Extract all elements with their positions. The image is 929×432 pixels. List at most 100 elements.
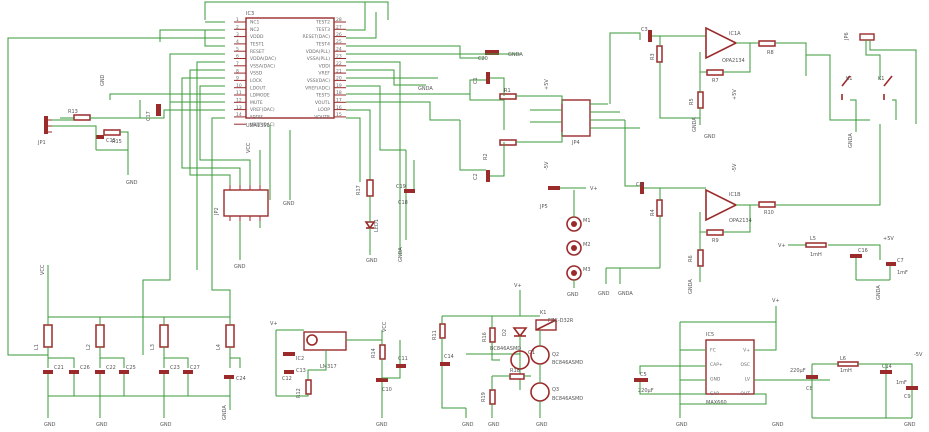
ic-uda1351-body [245,17,335,119]
c15-label: C15 [106,138,116,144]
ic-left-pin-label: VDDA(DAC) [250,56,276,62]
k1-label-3: K1 [540,310,546,316]
ic-right-pin-number: 23 [336,54,342,60]
ic-left-pin-number: 12 [236,98,242,104]
gnd-label-r5: GND [704,134,716,140]
c1-label: C1 [473,77,479,84]
ic1b-label: IC1B [729,192,741,198]
c4-capacitor: C4 [636,182,644,194]
mounting-holes: M1 M2 M3 [566,216,591,281]
bc3-label: BC846ASMD [552,396,583,402]
ic-left-pin-label: VDDD [250,34,264,40]
r17-label: R17 [356,185,362,195]
q1-transistor: Q1 BC846ASMD [490,346,535,370]
ic-right-pin-label: VSSA(PLL) [307,56,330,62]
ic-left-pin-label: TEST1 [249,42,264,48]
ic-uda1351-name: IC3 [246,11,254,17]
c7-label: C7 [897,258,904,264]
m3-label: M3 [583,267,591,273]
ic-left-pin-number: 7 [236,61,239,67]
ic-right-pin-number: 25 [336,39,342,45]
p5v-label: +5V [544,79,550,90]
ic-right-pin-number: 17 [336,98,342,104]
c10-label: C10 [382,387,392,393]
ic-right-pin-number: 22 [336,61,342,67]
c3-capacitor: C3 [641,27,652,42]
jp5-connector: JP5 V+ [539,186,598,210]
ic-left-pin-number: 6 [236,54,239,60]
d2-label: D2 [502,329,508,336]
r10-label: R10 [764,210,774,216]
vplus-label-1: V+ [590,186,598,192]
r5-resistor: R5 [689,91,704,109]
m5v-label-3: -5V [914,352,923,358]
c16-capacitor: C16 [850,248,868,258]
c22-label: C22 [106,365,116,371]
q2-transistor: Q2 BC846ASMD [530,345,583,366]
ic-right-pin-number: 19 [336,83,342,89]
ic-right-pin-label: VREF(ADC) [305,85,330,91]
ic-left-pin-number: 10 [236,83,242,89]
ic-right-pin-label: VDDI [319,63,330,69]
opa-label-a: OPA2134 [722,58,745,64]
c2-label: C2 [473,173,479,180]
m5v-label: -5V [544,161,550,170]
r1-label: R1 [504,88,511,94]
ic-right-pin-label: VOUTR [314,115,330,121]
c19-label: C19 [396,184,406,190]
ic-left-pin-number: 1 [236,17,239,23]
d2-diode: D2 [502,327,528,338]
p5v-label-3: +5V [883,236,894,242]
ic-right-pin-label: VDDA(PLL) [306,49,330,55]
r3-resistor: R3 [650,45,663,63]
c12-capacitor: C12 [282,370,294,382]
l6-label: L6 [840,356,846,362]
c20-capacitor: C20 [478,50,499,62]
c18-label: C18 [398,200,408,206]
r3-label: R3 [650,53,656,60]
jp4-label: JP4 [571,140,580,146]
led1-label: LED1 [374,219,380,232]
r8-label: R8 [767,50,774,56]
bc1-label: BC846ASMD [490,346,521,352]
ic-left-pin-label: VSSD [250,71,263,77]
ic-right-pin-number: 24 [336,46,342,52]
c7-value: 1mF [897,270,908,276]
gnda-label-relay: GNDA [848,133,854,148]
gnd-label-jp2b: GND [234,264,246,270]
gnda-label-m: GNDA [618,291,633,297]
r4-resistor: R4 [650,199,663,217]
c26-label: C26 [80,365,90,371]
r19-label: R19 [481,392,487,402]
c15-capacitor: C15 [96,135,116,144]
c20-label: C20 [478,56,488,62]
ic-left-pin-label: MUTE [250,100,263,106]
ic-left-pin-number: 14 [236,112,242,118]
c9-label: C9 [904,394,911,400]
k1-label-1: K1 [846,76,852,82]
r14-label: R14 [371,348,377,358]
r5-label: R5 [689,98,695,105]
ic5-left-pin-label: CAP+ [710,362,723,368]
c14-label: C14 [444,354,454,360]
vcc-label-3: VCC [382,321,388,332]
gnd-top-label: GND [100,74,106,86]
ic-right-pin-number: 27 [336,25,342,31]
ic5-label: IC5 [706,332,714,338]
c24-label: C24 [236,376,246,382]
gnd-label-max3: GND [904,422,916,428]
ic-left-pin-label: VSSA(DAC) [250,63,275,69]
gnd-label-max: GND [676,422,688,428]
ic-left-pin-label: NC1 [250,20,260,26]
ic5-right-pin-label: OSC [740,362,750,368]
p5v-label-2: +5V [732,89,738,100]
ic1a-opamp [705,26,738,60]
l6-inductor: L6 1mH [837,356,859,374]
ic-right-pin-number: 20 [336,76,342,82]
gnda-label-top: GNDA [508,52,523,58]
c3-label: C3 [641,27,648,33]
gnd-label-led: GND [366,258,378,264]
ic-right-pin-label: TEST3 [315,27,330,33]
ic-right-pin-number: 28 [336,17,342,23]
ic-left-pin-number: 8 [236,68,239,74]
